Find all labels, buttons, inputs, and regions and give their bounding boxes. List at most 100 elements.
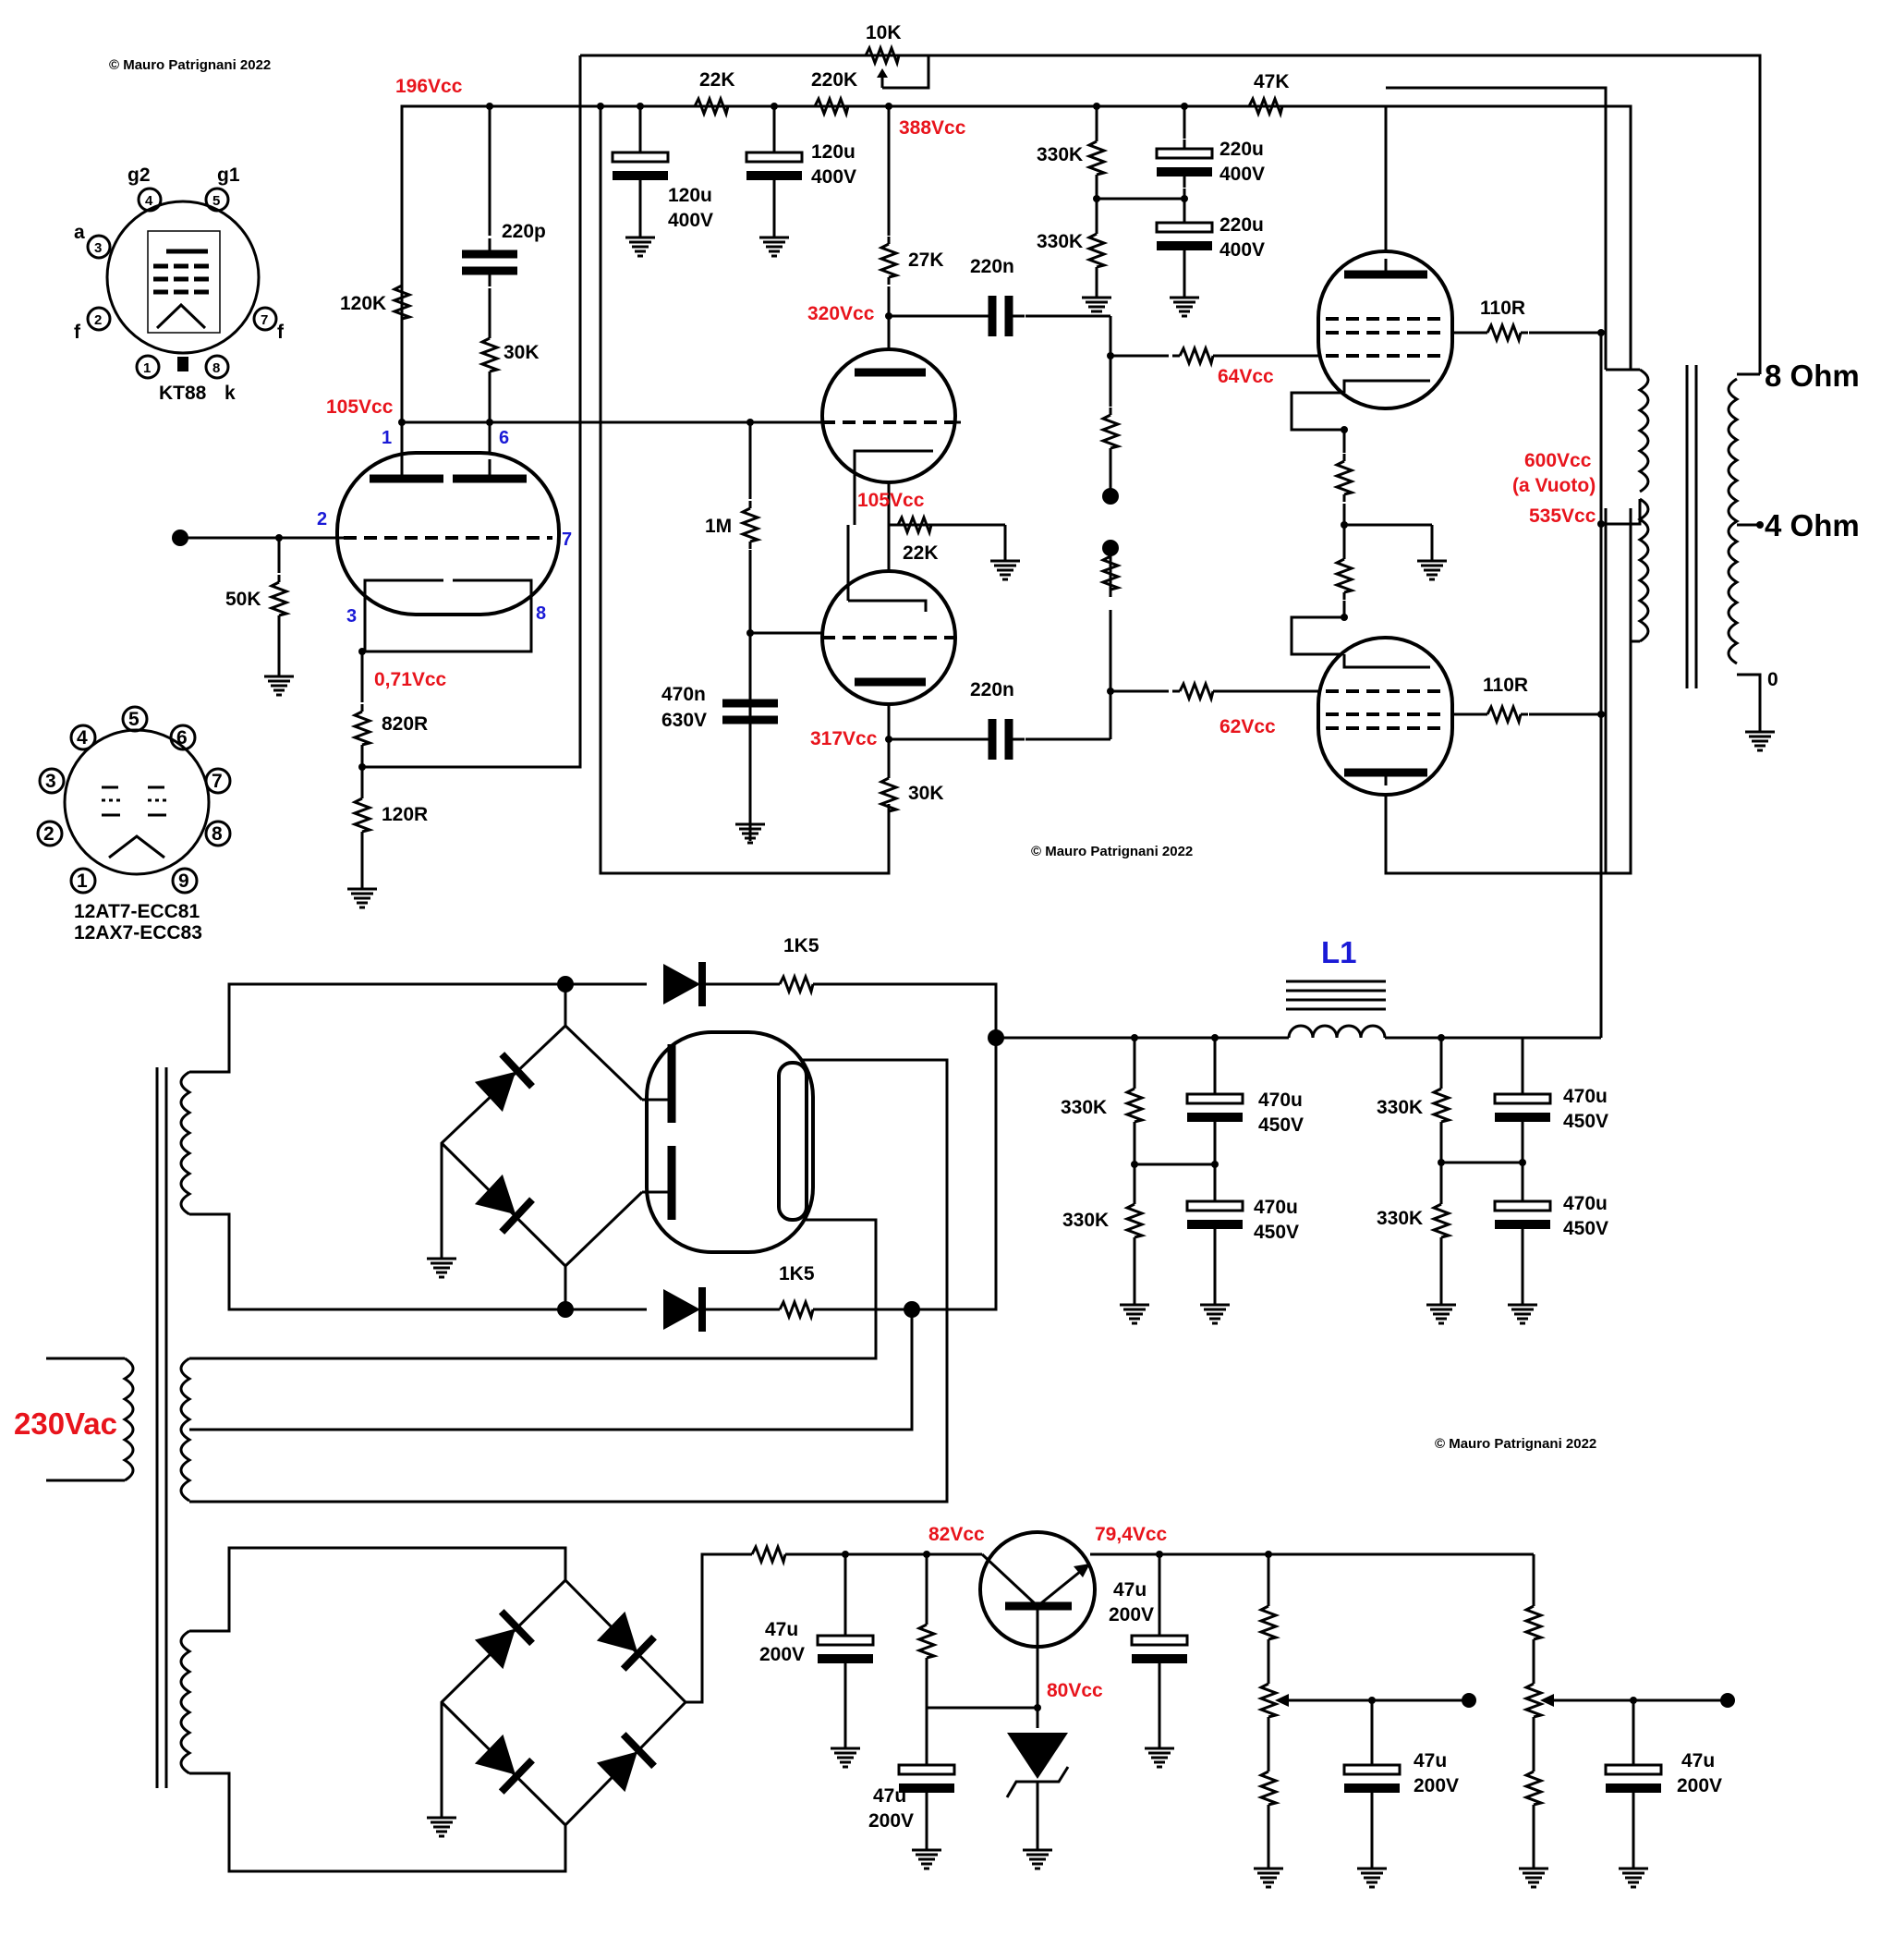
output-stage: 110R 110R — [1317, 250, 1530, 797]
kt88-label-a: a — [74, 222, 85, 243]
supply-c4-value: 220u — [1220, 214, 1264, 236]
ecc-pin-1: 1 — [77, 870, 88, 892]
kt88-name: KT88 — [159, 383, 207, 404]
input-pin-8: 8 — [536, 603, 546, 624]
kt88-pin-1: 1 — [143, 360, 151, 376]
bank1-c-top-value: 470u — [1258, 1090, 1303, 1111]
splitter-c-top-label: 220n — [970, 256, 1014, 277]
phase-splitter: 1M 470n 630V 27K 30K 22K 220n 220n — [661, 235, 1222, 845]
ecc-pin-2: 2 — [43, 823, 55, 845]
splitter-r-bias-label: 22K — [903, 542, 939, 564]
bank1-c-bottom-voltage: 450V — [1254, 1222, 1299, 1243]
copyright-middle: © Mauro Patrignani 2022 — [1031, 844, 1193, 859]
tap-0: 0 — [1767, 669, 1778, 690]
bank2-c-bottom-value: 470u — [1563, 1193, 1608, 1214]
splitter-r-plate-label: 27K — [908, 250, 944, 271]
supply-rdiv-bottom-label: 330K — [1037, 231, 1083, 252]
kt88-pin-4: 4 — [145, 193, 153, 209]
bias-c3-value: 47u — [1113, 1579, 1147, 1601]
kt88-pin-5: 5 — [212, 193, 220, 209]
input-tube-envelope — [335, 451, 561, 616]
kt88-label-k: k — [224, 383, 236, 404]
kt88-label-f-left: f — [74, 322, 81, 343]
output-transformer: 8 Ohm 4 Ohm 0 — [1606, 359, 1860, 752]
volt-105-input: 105Vcc — [326, 396, 394, 418]
pot-10k — [856, 46, 908, 88]
bank1-c-top-voltage: 450V — [1258, 1114, 1304, 1136]
supply-line: 22K 220K 47K 10K 120u 400V 120u 400V 330… — [613, 22, 1292, 318]
kt88-pin-8: 8 — [212, 360, 220, 376]
ecc-pin-3: 3 — [45, 771, 56, 792]
hv-filter: L1 — [557, 935, 1608, 1325]
volt-071: 0,71Vcc — [374, 669, 447, 690]
output-r-screen-top-label: 110R — [1480, 298, 1525, 319]
input-pin-2: 2 — [317, 509, 327, 530]
supply-pot-label: 10K — [866, 22, 902, 43]
supply-c1-voltage: 400V — [668, 210, 713, 231]
mains-transformer: 230Vac — [14, 982, 949, 1873]
bias-supply: 47u 200V 47u 200V 47u 200V 47u 200V 47u … — [425, 1530, 1735, 1889]
volt-62: 62Vcc — [1220, 716, 1276, 737]
supply-c1-value: 120u — [668, 185, 712, 206]
volt-64: 64Vcc — [1218, 366, 1274, 387]
ecc-name-line1: 12AT7-ECC81 — [74, 901, 200, 922]
tap-4-ohm: 4 Ohm — [1765, 508, 1860, 542]
volt-105-splitter: 105Vcc — [857, 490, 925, 511]
bank2-c-bottom-voltage: 450V — [1563, 1218, 1608, 1239]
kt88-label-g1: g1 — [217, 164, 240, 186]
bank2-c-top-value: 470u — [1563, 1086, 1608, 1107]
input-pin-1: 1 — [382, 428, 392, 448]
choke-l1 — [1286, 980, 1387, 1039]
phase-splitter-top-tube — [820, 347, 957, 484]
supply-c3-value: 220u — [1220, 139, 1264, 160]
output-r-screen-bottom-label: 110R — [1483, 675, 1528, 696]
volt-317: 317Vcc — [810, 728, 878, 749]
splitter-r-grid-label: 1M — [705, 516, 732, 537]
supply-r1-label: 22K — [699, 69, 735, 91]
volt-600: 600Vcc — [1524, 450, 1592, 471]
supply-c3-voltage: 400V — [1220, 164, 1265, 185]
hv-rectifier: 1K5 1K5 — [425, 935, 998, 1332]
supply-rdiv-top-label: 330K — [1037, 144, 1083, 165]
bank1-c-bottom-value: 470u — [1254, 1197, 1298, 1218]
mains-voltage: 230Vac — [14, 1406, 117, 1441]
bias-c3-voltage: 200V — [1109, 1604, 1154, 1625]
volt-794: 79,4Vcc — [1095, 1524, 1168, 1545]
bank2-r-bottom-label: 330K — [1377, 1208, 1423, 1229]
copyright-lower: © Mauro Patrignani 2022 — [1435, 1436, 1596, 1452]
bank2-c-top-voltage: 450V — [1563, 1111, 1608, 1132]
kt88-pinout-diagram: 3 4 5 2 7 1 8 a g2 g1 f f k KT88 — [74, 164, 285, 404]
output-tube-top — [1317, 250, 1454, 410]
choke-label: L1 — [1321, 935, 1357, 969]
bias-c1-voltage: 200V — [759, 1644, 805, 1665]
tap-8-ohm: 8 Ohm — [1765, 359, 1860, 393]
ecc-pin-9: 9 — [178, 870, 189, 892]
kt88-pin-7: 7 — [261, 312, 268, 328]
kt88-label-f-right: f — [277, 322, 285, 343]
splitter-r-cathode-label: 30K — [908, 783, 944, 804]
volt-196: 196Vcc — [395, 76, 463, 97]
volt-388: 388Vcc — [899, 117, 966, 139]
bank1-r-bottom-label: 330K — [1062, 1210, 1109, 1231]
bias-c4-value: 47u — [1414, 1750, 1447, 1771]
ecc-pin-4: 4 — [77, 727, 88, 749]
ecc-pin-6: 6 — [176, 727, 188, 749]
supply-c4-voltage: 400V — [1220, 239, 1265, 261]
splitter-c-bottom-label: 220n — [970, 679, 1014, 700]
c-feedback-label: 220p — [502, 221, 546, 242]
r-plate-label: 120K — [340, 293, 386, 314]
kt88-pin-3: 3 — [94, 240, 102, 256]
bank2-r-top-label: 330K — [1377, 1097, 1423, 1118]
hv-r1-label: 1K5 — [783, 935, 819, 956]
bias-c2-value: 47u — [873, 1785, 906, 1807]
volt-320: 320Vcc — [807, 303, 875, 324]
bias-c4-voltage: 200V — [1414, 1775, 1459, 1796]
bias-c2-voltage: 200V — [868, 1810, 914, 1832]
ecc-pin-8: 8 — [212, 823, 223, 845]
volt-80: 80Vcc — [1047, 1680, 1103, 1701]
volt-600-note: (a Vuoto) — [1512, 475, 1596, 496]
input-pin-3: 3 — [346, 606, 357, 627]
bias-c1-value: 47u — [765, 1619, 798, 1640]
r-grid-label: 50K — [225, 589, 261, 610]
supply-c2-voltage: 400V — [811, 166, 856, 188]
